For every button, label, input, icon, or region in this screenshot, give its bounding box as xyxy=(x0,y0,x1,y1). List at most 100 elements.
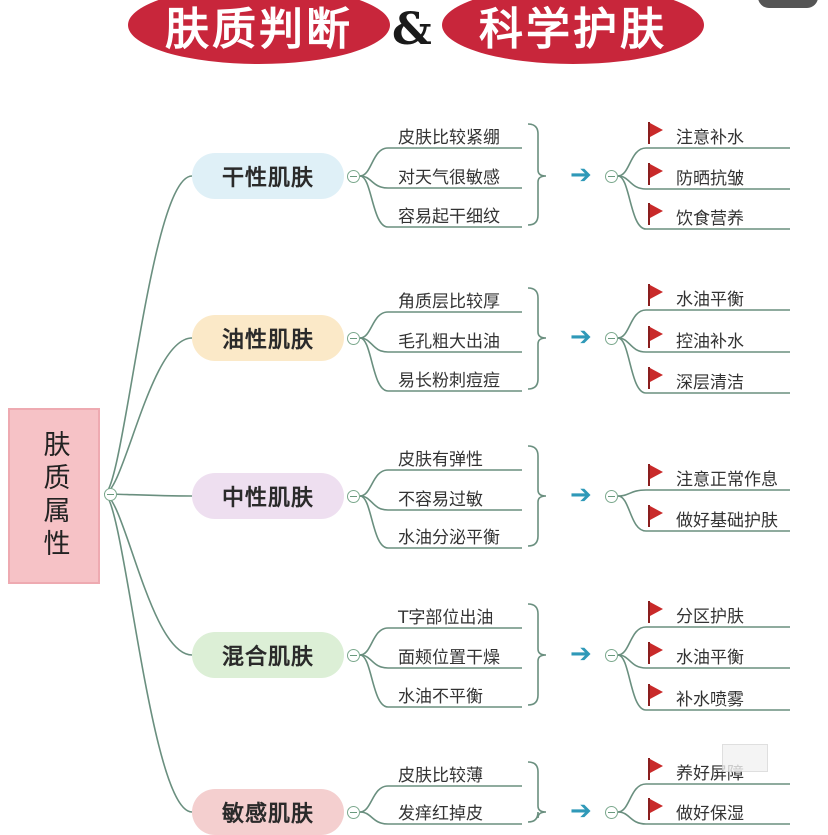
trait-label: 对天气很敏感 xyxy=(398,168,500,188)
trait-bracket xyxy=(527,123,547,226)
trait-connector xyxy=(359,469,522,497)
action-collapse-icon[interactable] xyxy=(605,806,618,819)
flag-icon xyxy=(648,601,664,623)
action-connector xyxy=(617,654,790,669)
trait-bracket xyxy=(527,445,547,547)
trait-connector xyxy=(359,811,522,825)
root-label: 肤质属性 xyxy=(38,430,70,562)
flag-icon xyxy=(648,122,664,144)
action-connector xyxy=(617,337,790,394)
trait-label: 角质层比较厚 xyxy=(398,292,500,312)
root-to-type-line xyxy=(103,175,193,495)
action-connector xyxy=(617,626,790,656)
action-label: 控油补水 xyxy=(676,332,744,352)
trait-label: 水油分泌平衡 xyxy=(398,528,500,548)
action-label: 补水喷雾 xyxy=(676,690,744,710)
root-to-type-line xyxy=(103,493,193,813)
action-connector xyxy=(617,309,790,339)
trait-label: 不容易过敏 xyxy=(398,490,483,510)
trait-connector xyxy=(359,785,522,813)
trait-connector xyxy=(359,654,522,669)
flag-icon xyxy=(648,163,664,185)
action-connector xyxy=(617,175,790,230)
trait-connector xyxy=(359,311,522,339)
action-label: 深层清洁 xyxy=(676,373,744,393)
trait-label: 发痒红掉皮 xyxy=(398,804,483,824)
action-label: 水油平衡 xyxy=(676,290,744,310)
action-connector xyxy=(617,175,790,190)
trait-connector xyxy=(359,337,522,353)
action-label: 注意正常作息 xyxy=(676,470,778,490)
trait-label: T字部位出油 xyxy=(398,608,494,628)
flag-icon xyxy=(648,684,664,706)
trait-bracket xyxy=(527,287,547,390)
trait-label: 易长粉刺痘痘 xyxy=(398,371,500,391)
title-right: 科学护肤 xyxy=(479,4,667,55)
arrow-right-icon: ➔ xyxy=(570,796,592,826)
action-connector xyxy=(617,147,790,177)
root-to-type-line xyxy=(103,337,193,495)
arrow-right-icon: ➔ xyxy=(570,160,592,190)
watermark-box xyxy=(722,744,768,772)
arrow-right-icon: ➔ xyxy=(570,480,592,510)
type-collapse-icon[interactable] xyxy=(347,490,360,503)
type-collapse-icon[interactable] xyxy=(347,170,360,183)
trait-label: 面颊位置干燥 xyxy=(398,648,500,668)
skin-type-node[interactable]: 干性肌肤 xyxy=(192,153,344,199)
flag-icon xyxy=(648,464,664,486)
flag-icon xyxy=(648,326,664,348)
action-label: 防晒抗皱 xyxy=(676,169,744,189)
title-left: 肤质判断 xyxy=(165,4,353,55)
trait-connector xyxy=(359,337,522,392)
root-to-type-line xyxy=(103,493,193,656)
flag-icon xyxy=(648,203,664,225)
flag-icon xyxy=(648,367,664,389)
trait-connector xyxy=(359,147,522,177)
action-collapse-icon[interactable] xyxy=(605,649,618,662)
title-ampersand: & xyxy=(392,4,432,55)
action-label: 水油平衡 xyxy=(676,648,744,668)
trait-connector xyxy=(359,495,522,549)
trait-bracket xyxy=(527,603,547,706)
action-label: 做好保湿 xyxy=(676,804,744,824)
skin-type-node[interactable]: 敏感肌肤 xyxy=(192,789,344,835)
action-label: 做好基础护肤 xyxy=(676,511,778,531)
title-left-pill: 肤质判断 xyxy=(128,0,390,64)
trait-connector xyxy=(359,175,522,189)
skin-type-node[interactable]: 中性肌肤 xyxy=(192,473,344,519)
type-collapse-icon[interactable] xyxy=(347,332,360,345)
type-collapse-icon[interactable] xyxy=(347,806,360,819)
action-connector xyxy=(617,489,790,497)
trait-label: 皮肤有弹性 xyxy=(398,450,483,470)
trait-label: 容易起干细纹 xyxy=(398,207,500,227)
trait-connector xyxy=(359,627,522,656)
top-right-corner-badge xyxy=(758,0,818,8)
action-collapse-icon[interactable] xyxy=(605,170,618,183)
flag-icon xyxy=(648,642,664,664)
trait-bracket xyxy=(527,761,547,823)
action-label: 饮食营养 xyxy=(676,209,744,229)
flag-icon xyxy=(648,284,664,306)
trait-connector xyxy=(359,654,522,708)
flag-icon xyxy=(648,798,664,820)
action-connector xyxy=(617,337,790,353)
root-collapse-icon[interactable] xyxy=(104,488,117,501)
action-connector xyxy=(617,654,790,711)
flag-icon xyxy=(648,758,664,780)
root-to-type-line xyxy=(103,493,193,497)
type-collapse-icon[interactable] xyxy=(347,649,360,662)
arrow-right-icon: ➔ xyxy=(570,639,592,669)
action-connector xyxy=(617,783,790,813)
action-connector xyxy=(617,811,790,825)
action-collapse-icon[interactable] xyxy=(605,332,618,345)
action-label: 分区护肤 xyxy=(676,607,744,627)
trait-label: 皮肤比较紧绷 xyxy=(398,128,500,148)
skin-type-node[interactable]: 油性肌肤 xyxy=(192,315,344,361)
trait-connector xyxy=(359,175,522,228)
skin-type-node[interactable]: 混合肌肤 xyxy=(192,632,344,678)
root-node[interactable]: 肤质属性 xyxy=(8,408,100,584)
action-collapse-icon[interactable] xyxy=(605,490,618,503)
trait-label: 毛孔粗大出油 xyxy=(398,332,500,352)
